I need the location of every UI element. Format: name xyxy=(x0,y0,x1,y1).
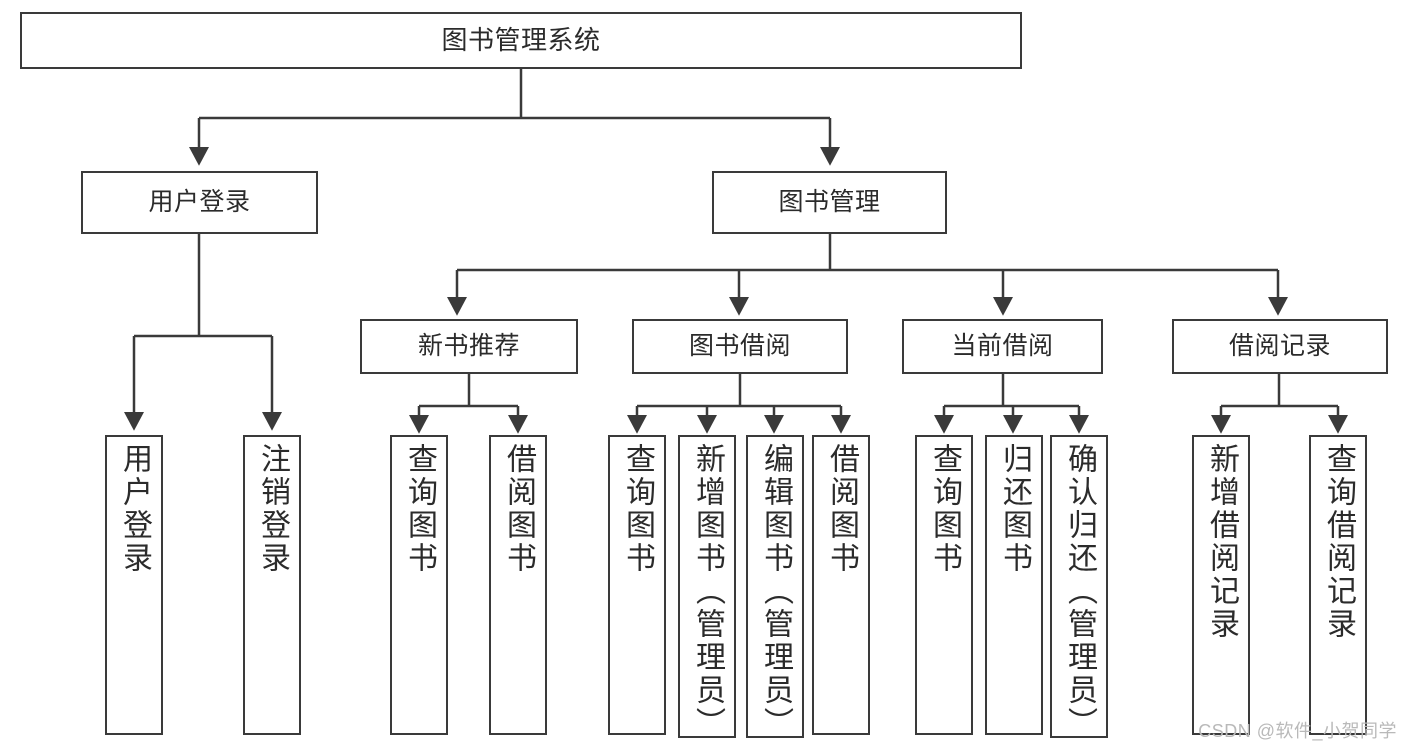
node-label: 查询图书 xyxy=(403,443,436,575)
leaf-current-borrow-return[interactable]: 归还图书 xyxy=(985,435,1043,735)
node-label: 新增图书（管理员） xyxy=(691,443,724,740)
csdn-watermark: CSDN @软件_小贺同学 xyxy=(1198,721,1397,741)
node-label: 当前借阅 xyxy=(951,331,1054,360)
leaf-current-borrow-query[interactable]: 查询图书 xyxy=(915,435,973,735)
node-label: 图书借阅 xyxy=(688,331,791,360)
node-label: 确认归还（管理员） xyxy=(1063,443,1096,740)
node-label: 借阅图书 xyxy=(502,443,535,575)
node-label: 图书管理系统 xyxy=(441,25,601,56)
node-user-login[interactable]: 用户登录 xyxy=(81,171,318,234)
node-new-book-recommend[interactable]: 新书推荐 xyxy=(360,319,578,374)
leaf-new-book-query[interactable]: 查询图书 xyxy=(390,435,448,735)
leaf-book-borrow-edit[interactable]: 编辑图书（管理员） xyxy=(746,435,804,740)
node-label: 图书管理 xyxy=(778,187,881,216)
leaf-new-book-borrow[interactable]: 借阅图书 xyxy=(489,435,547,735)
node-current-borrow[interactable]: 当前借阅 xyxy=(902,319,1103,374)
leaf-borrow-record-query[interactable]: 查询借阅记录 xyxy=(1309,435,1367,735)
node-book-management[interactable]: 图书管理 xyxy=(712,171,947,234)
node-label: 用户登录 xyxy=(118,443,151,575)
leaf-user-login-login[interactable]: 用户登录 xyxy=(105,435,163,735)
leaf-user-login-logout[interactable]: 注销登录 xyxy=(243,435,301,735)
leaf-book-borrow-add[interactable]: 新增图书（管理员） xyxy=(678,435,736,740)
node-label: 新书推荐 xyxy=(417,331,520,360)
node-label: 注销登录 xyxy=(256,443,289,575)
node-root-system[interactable]: 图书管理系统 xyxy=(20,12,1022,69)
node-label: 新增借阅记录 xyxy=(1205,443,1238,641)
node-label: 编辑图书（管理员） xyxy=(759,443,792,740)
node-book-borrow[interactable]: 图书借阅 xyxy=(632,319,848,374)
leaf-borrow-record-add[interactable]: 新增借阅记录 xyxy=(1192,435,1250,735)
node-borrow-record[interactable]: 借阅记录 xyxy=(1172,319,1388,374)
node-label: 用户登录 xyxy=(148,187,251,216)
node-label: 查询图书 xyxy=(928,443,961,575)
leaf-current-borrow-confirm-return[interactable]: 确认归还（管理员） xyxy=(1050,435,1108,740)
leaf-book-borrow-query[interactable]: 查询图书 xyxy=(608,435,666,735)
node-label: 归还图书 xyxy=(998,443,1031,575)
node-label: 查询借阅记录 xyxy=(1322,443,1355,641)
node-label: 借阅图书 xyxy=(825,443,858,575)
leaf-book-borrow-lend[interactable]: 借阅图书 xyxy=(812,435,870,735)
node-label: 查询图书 xyxy=(621,443,654,575)
node-label: 借阅记录 xyxy=(1228,331,1331,360)
